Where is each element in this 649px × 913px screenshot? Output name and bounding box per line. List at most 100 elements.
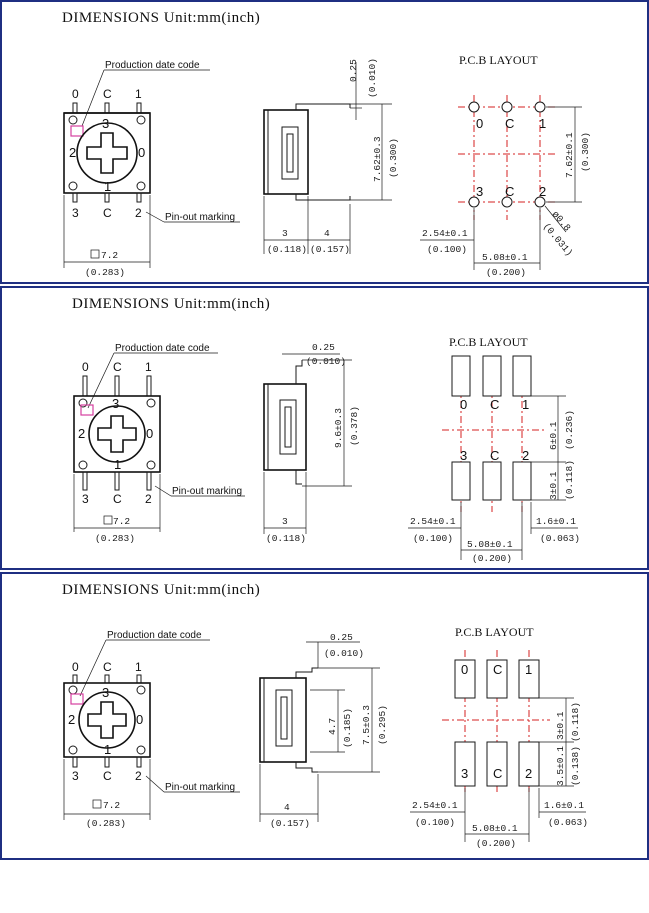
leader-line	[79, 639, 107, 697]
lead	[146, 471, 152, 491]
rotor-label: 3	[102, 116, 109, 131]
pad-label: 1	[522, 397, 529, 412]
pcb-layout-title: P.C.B LAYOUT	[459, 53, 538, 67]
rotor	[78, 691, 136, 749]
pin-label-bottom: 3	[82, 492, 89, 506]
pin-label-bottom: C	[113, 492, 122, 506]
dim-text: (0.100)	[427, 244, 467, 255]
side-lead	[295, 103, 351, 110]
pin-label-bottom: 2	[135, 769, 142, 783]
dim-text: (0.010)	[306, 356, 346, 367]
dim-text: 3±0.1	[555, 711, 566, 740]
date-code-marker	[70, 125, 84, 137]
pad-hole	[534, 196, 546, 208]
dim-text: (0.200)	[472, 553, 512, 564]
panel-frame	[0, 0, 649, 284]
rotor-label: 2	[78, 426, 85, 441]
smd-pad	[518, 741, 540, 787]
pad-hole	[468, 196, 480, 208]
dim-text: (0.300)	[388, 138, 399, 178]
dim-text: (0.236)	[564, 410, 575, 450]
lead	[114, 471, 120, 491]
production-date-label: Production date code	[105, 60, 200, 71]
side-view: 4.7 (0.185) 7.5±0.3 (0.295) 0.25 (0.010)…	[259, 632, 388, 829]
pin-label-top: 1	[135, 660, 142, 674]
dim-text: (0.300)	[580, 132, 591, 172]
corner-hole	[78, 460, 88, 470]
pad-label: 3	[460, 448, 467, 463]
dim-text: 7.2	[103, 800, 120, 811]
dim-text: 0.25	[330, 632, 353, 643]
side-detail	[286, 133, 294, 173]
pad-label: 2	[525, 766, 532, 781]
pad-label: C	[493, 766, 502, 781]
corner-hole	[68, 181, 78, 191]
side-view: 0.25 (0.010) 7.62±0.3 (0.300) 3 4 (0.118…	[263, 58, 399, 255]
pinout-marking-label: Pin-out marking	[165, 782, 235, 793]
pin-label-top: C	[103, 87, 112, 101]
dim-text: 2.54±0.1	[412, 800, 458, 811]
pad-label: 1	[539, 116, 546, 131]
pad-label: 0	[476, 116, 483, 131]
dim-text: (0.283)	[85, 267, 125, 278]
pad-label: 2	[539, 184, 546, 199]
side-detail	[279, 399, 297, 455]
dim-text: 7.5±0.3	[361, 705, 372, 745]
dim-text: (0.157)	[310, 244, 350, 255]
pin-label-bottom: 2	[145, 492, 152, 506]
corner-hole	[136, 685, 146, 695]
front-view: Production date code 0 C 1 3 0 2 1	[63, 60, 240, 278]
pin-label-top: 0	[72, 660, 79, 674]
rotor	[88, 405, 146, 463]
dim-text: (0.063)	[548, 817, 588, 828]
panel-title: DIMENSIONS Unit:mm(inch)	[72, 296, 270, 312]
dim-text: 3±0.1	[548, 471, 559, 500]
lead	[104, 756, 110, 768]
pcb-layout: P.C.B LAYOUT 0 C 1 3 C 2 7.62±0.1 (0.300…	[420, 53, 591, 278]
dim-text: 6±0.1	[548, 421, 559, 450]
dim-text: (0.157)	[270, 818, 310, 829]
front-view: Production date code 0 C 1 3 0 2 1 3	[73, 343, 245, 544]
pad-label: 2	[522, 448, 529, 463]
rotor	[76, 122, 138, 184]
dim-text: 5.08±0.1	[472, 823, 518, 834]
dim-text: (0.010)	[324, 648, 364, 659]
dim-text: (0.138)	[570, 746, 581, 786]
dim-text: 7.2	[113, 516, 130, 527]
dim-text: (0.118)	[266, 533, 306, 544]
square-symbol-icon	[90, 249, 100, 259]
dim-text: (0.200)	[476, 838, 516, 849]
side-detail	[281, 126, 299, 180]
leader-line	[544, 205, 567, 233]
dim-text: 0.25	[348, 59, 359, 82]
corner-hole	[136, 115, 146, 125]
lead	[72, 756, 78, 768]
pad-label: C	[505, 184, 514, 199]
dim-text: (0.295)	[377, 705, 388, 745]
square-symbol-icon	[92, 799, 102, 809]
leader-line	[87, 352, 115, 409]
dim-text: 4.7	[327, 718, 338, 735]
pcb-layout: P.C.B LAYOUT 0 C 1 3 C 2 3±0.1 (0.118) 3…	[410, 625, 588, 849]
side-lead	[295, 360, 303, 384]
smd-pad	[486, 659, 508, 699]
pad-label: 0	[461, 662, 468, 677]
pad-label: 3	[476, 184, 483, 199]
rotor-label: 3	[112, 396, 119, 411]
pin-label-top: 0	[82, 360, 89, 374]
dim-text: 3	[282, 228, 288, 239]
side-lead	[295, 667, 318, 678]
dim-text: 4	[284, 802, 290, 813]
smd-pad	[454, 659, 476, 699]
side-body	[263, 383, 307, 471]
pin-label-bottom: C	[103, 769, 112, 783]
dim-text: (0.378)	[349, 406, 360, 446]
pin-label-bottom: C	[103, 206, 112, 220]
corner-hole	[136, 745, 146, 755]
cross-slot-icon	[97, 415, 137, 453]
pad-hole	[501, 101, 513, 113]
pin-label-top: C	[113, 360, 122, 374]
dim-text: (0.100)	[413, 533, 453, 544]
rotor-label: 0	[146, 426, 153, 441]
pinout-marking-label: Pin-out marking	[172, 486, 242, 497]
